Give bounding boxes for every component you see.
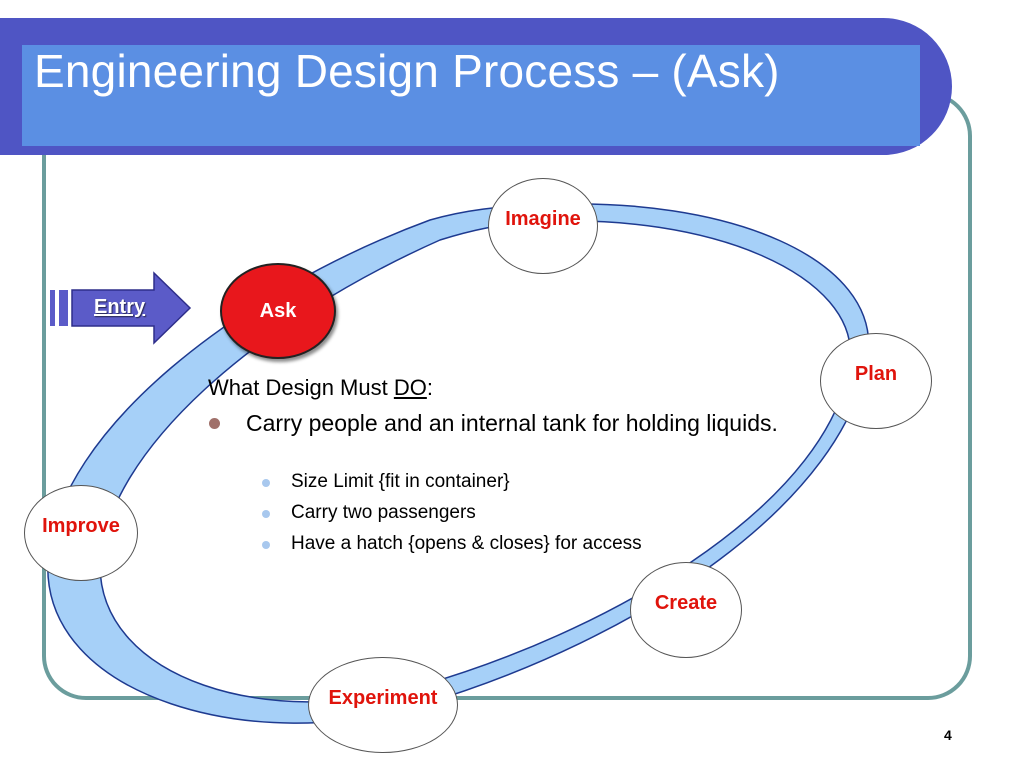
main-bullet: Carry people and an internal tank for ho… <box>246 410 778 436</box>
step-improve-label: Improve <box>42 514 120 537</box>
entry-arrow-icon <box>50 271 192 345</box>
lead-prefix: What Design Must <box>208 375 394 400</box>
step-plan: Plan <box>820 333 932 429</box>
title-bar-inner <box>22 45 920 146</box>
step-experiment-label: Experiment <box>328 686 438 709</box>
step-imagine-label: Imagine <box>505 207 581 230</box>
title-bar <box>0 18 952 155</box>
step-ask-label: Ask <box>259 299 297 322</box>
lead-emphasis: DO <box>393 375 427 400</box>
step-imagine: Imagine <box>488 178 598 274</box>
page-number: 4 <box>944 727 952 743</box>
step-ask: Ask <box>220 263 336 359</box>
step-experiment: Experiment <box>308 657 458 753</box>
entry-label: Entry <box>94 296 146 318</box>
bullet-dot <box>209 418 220 429</box>
sub-bullet-dot <box>262 479 270 487</box>
step-create-label: Create <box>654 591 718 614</box>
slide-title: Engineering Design Process – (Ask) <box>34 45 780 97</box>
step-create: Create <box>630 562 742 658</box>
sub-bullet-dot <box>262 510 270 518</box>
sub-bullet-item: Have a hatch {opens & closes} for access <box>291 533 642 554</box>
entry-arrow <box>50 270 200 346</box>
lead-suffix: : <box>426 375 433 400</box>
sub-bullet-item: Size Limit {fit in container} <box>291 471 510 492</box>
sub-bullet-item: Carry two passengers <box>291 502 476 523</box>
design-requirement-lead: What Design Must DO: <box>208 375 433 401</box>
sub-bullet-dot <box>262 541 270 549</box>
step-plan-label: Plan <box>854 362 898 385</box>
step-improve: Improve <box>24 485 138 581</box>
